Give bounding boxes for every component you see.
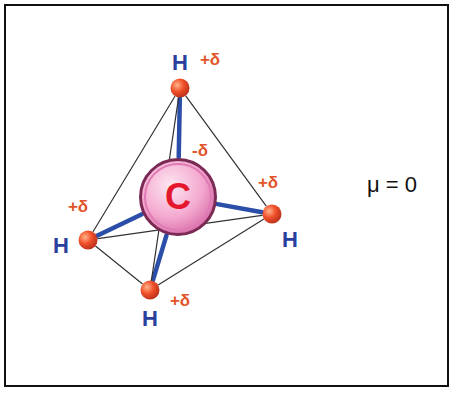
partial-charge: +δ bbox=[170, 292, 190, 309]
atom-symbol: H bbox=[282, 229, 298, 251]
partial-charge: +δ bbox=[200, 51, 220, 68]
atom-symbol: H bbox=[142, 308, 158, 330]
carbon-atom: C bbox=[138, 157, 218, 237]
covalent-bond bbox=[217, 204, 262, 212]
atom-symbol: H bbox=[53, 235, 69, 257]
hydrogen-sphere bbox=[170, 78, 190, 98]
hydrogen-atom: +δH bbox=[262, 204, 282, 224]
hydrogen-atom: H+δ bbox=[170, 78, 190, 98]
hydrogen-sphere bbox=[78, 230, 98, 250]
covalent-bond bbox=[97, 214, 142, 235]
hydrogen-sphere bbox=[262, 204, 282, 224]
partial-charge: +δ bbox=[258, 174, 278, 191]
hydrogen-atom: +δH bbox=[78, 230, 98, 250]
atom-symbol: H bbox=[172, 52, 188, 74]
dipole-moment: μ = 0 bbox=[367, 174, 417, 196]
tetrahedron-edge bbox=[96, 246, 142, 283]
partial-charge: +δ bbox=[68, 198, 88, 215]
hydrogen-sphere bbox=[140, 280, 160, 300]
covalent-bond bbox=[179, 98, 180, 157]
atom-symbol: C bbox=[165, 179, 191, 215]
hydrogen-atom: +δH bbox=[140, 280, 160, 300]
partial-charge: -δ bbox=[192, 142, 208, 159]
